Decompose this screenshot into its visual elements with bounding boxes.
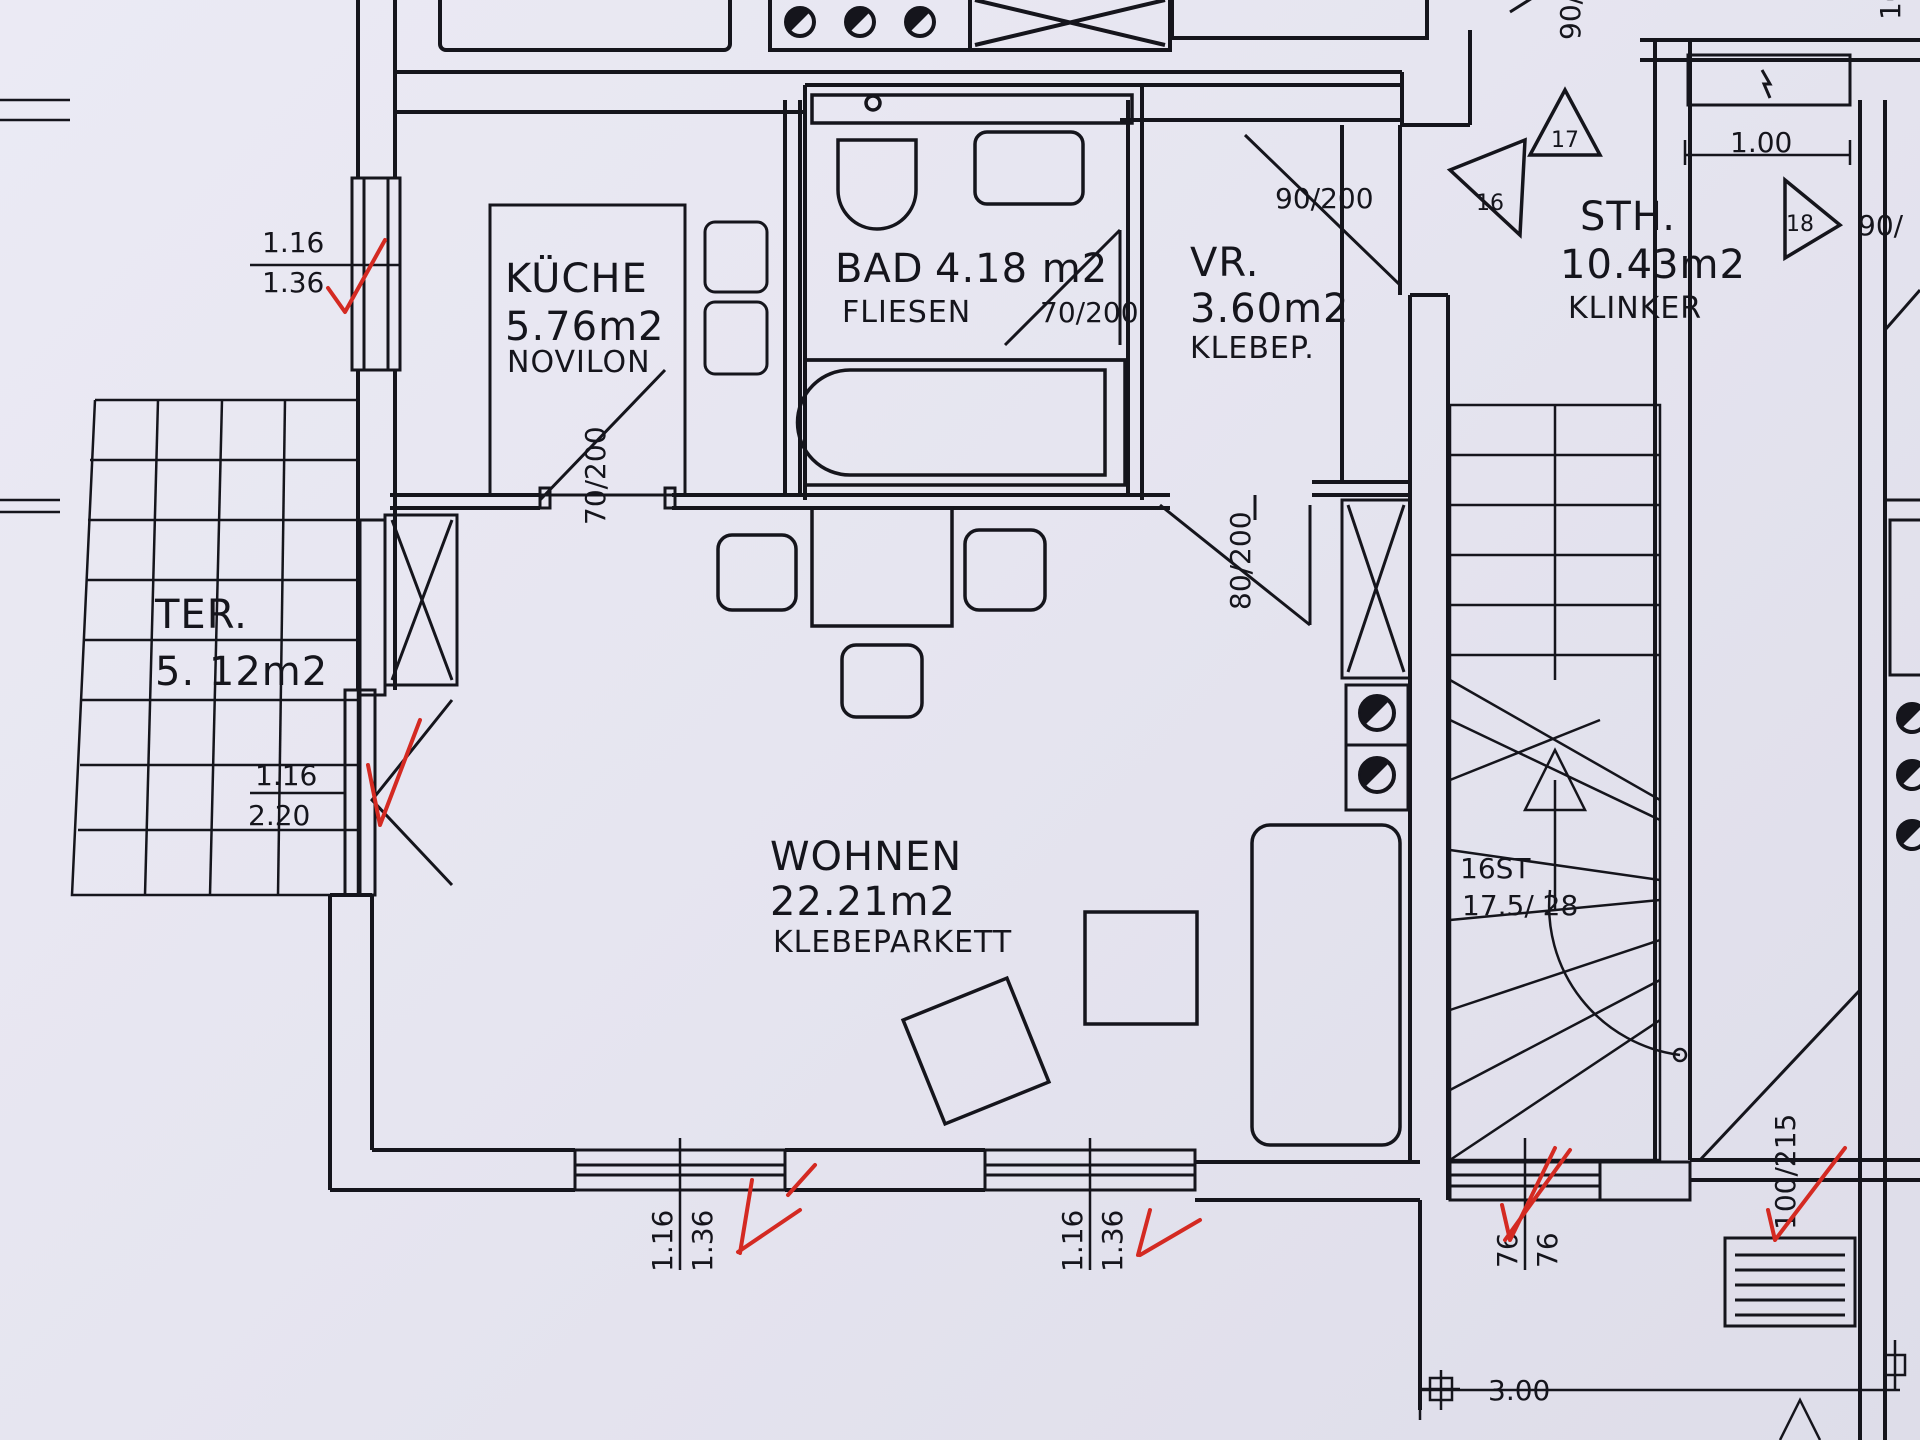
bath-door <box>1003 228 1122 347</box>
checkmark-icon-8 <box>1503 1148 1572 1242</box>
checkmark-icon-6 <box>1136 1208 1202 1257</box>
dimension-3-00: 3.00 <box>1488 1374 1550 1407</box>
top-right-door-size: 90/ <box>1554 0 1587 40</box>
sth-name: STH. <box>1580 194 1676 240</box>
window-bottom-left-height: 1.36 <box>686 1210 719 1272</box>
marker-16-icon: 16 <box>1446 137 1527 239</box>
kitchen-counter <box>488 203 769 497</box>
right-cabinet <box>1340 498 1412 812</box>
marker-17-icon: 17 <box>1527 86 1603 157</box>
chair-icon-2 <box>963 528 1047 612</box>
bathtub-icon <box>795 368 1107 477</box>
stair-ratio: 17.5/ 28 <box>1462 889 1578 922</box>
meter-box <box>1686 53 1857 1328</box>
kitchen-door-size: 70/200 <box>579 426 612 525</box>
stair-window-height: 76 <box>1531 1232 1564 1268</box>
living-furniture <box>716 506 1402 1147</box>
checkmark-icon-4 <box>736 1208 802 1254</box>
window-upper-height: 1.36 <box>262 266 324 299</box>
bath-area: 4.18 m2 <box>935 246 1108 292</box>
armchair-icon <box>1083 910 1199 1026</box>
vr-floor: KLEBEP. <box>1190 331 1315 366</box>
vr-doors <box>1159 133 1402 627</box>
vr-name: VR. <box>1190 240 1259 286</box>
dimension-1-00: 1.00 <box>1730 126 1792 159</box>
bottom-windows <box>573 1148 1692 1202</box>
bath-door-size: 70/200 <box>1040 296 1139 329</box>
marker-18-icon: 18 <box>1783 176 1844 262</box>
living-name: WOHNEN <box>770 834 962 880</box>
kitchen-door-70-200 <box>538 368 677 510</box>
checkmark-icon-7 <box>1500 1146 1557 1242</box>
terrace-name: TER. <box>154 592 248 638</box>
svg-text:16: 16 <box>1476 191 1504 216</box>
checkmark-icon-5 <box>786 1163 817 1197</box>
coffee-table-icon <box>900 975 1052 1127</box>
top-cabinets <box>438 0 1429 52</box>
terrace-area: 5. 12m2 <box>155 649 328 695</box>
checkmark-icon-2 <box>366 718 422 827</box>
terrace-tiles <box>70 398 360 897</box>
chair-icon <box>716 533 798 612</box>
svg-text:17: 17 <box>1551 128 1579 153</box>
stair-steps: 16ST <box>1460 852 1531 885</box>
chair-icon-3 <box>840 643 924 719</box>
bath-name: BAD <box>835 246 924 292</box>
window-bottom-right-height: 1.36 <box>1096 1210 1129 1272</box>
vr-area: 3.60m2 <box>1190 286 1349 332</box>
stairs <box>1448 403 1688 1162</box>
terrace-door-height: 2.20 <box>248 799 310 832</box>
bath-floor: FLIESEN <box>842 295 971 330</box>
window-upper-width: 1.16 <box>262 226 324 259</box>
terrace-door-width: 1.16 <box>255 759 317 792</box>
sth-area: 10.43m2 <box>1560 242 1746 288</box>
svg-text:18: 18 <box>1786 212 1814 237</box>
left-window-upper <box>350 176 402 372</box>
sink-icon <box>973 130 1085 206</box>
kitchen-floor: NOVILON <box>507 345 651 380</box>
living-area: 22.21m2 <box>770 879 956 925</box>
top-stove-burners <box>784 6 936 38</box>
checkmark-icon <box>326 238 387 314</box>
checkmark-icon-3 <box>738 1178 754 1255</box>
window-bottom-right-width: 1.16 <box>1056 1210 1089 1272</box>
living-floor: KLEBEPARKETT <box>773 925 1012 960</box>
top-edge-dimension: 10 <box>1874 0 1907 20</box>
dining-table <box>810 506 954 628</box>
kitchen-area: 5.76m2 <box>505 304 664 350</box>
check-marks <box>326 238 1847 1257</box>
bath-fixtures <box>795 93 1134 487</box>
right-burners <box>1896 702 1920 851</box>
right-doors <box>1509 0 1920 1162</box>
vr-top-door-size: 90/200 <box>1275 182 1374 215</box>
stove-burners <box>1358 694 1396 794</box>
dimension-lines <box>0 98 1907 1440</box>
toilet-icon <box>836 138 918 231</box>
window-bottom-left-width: 1.16 <box>646 1210 679 1272</box>
living-door-size: 80/200 <box>1224 511 1257 610</box>
sofa-icon <box>1250 823 1402 1147</box>
checkmark-icon-9 <box>1766 1146 1847 1242</box>
terrace-door <box>343 518 454 897</box>
right-top-door-size: 90/ <box>1858 209 1904 242</box>
kitchen-name: KÜCHE <box>505 254 648 302</box>
sth-floor: KLINKER <box>1568 291 1702 326</box>
